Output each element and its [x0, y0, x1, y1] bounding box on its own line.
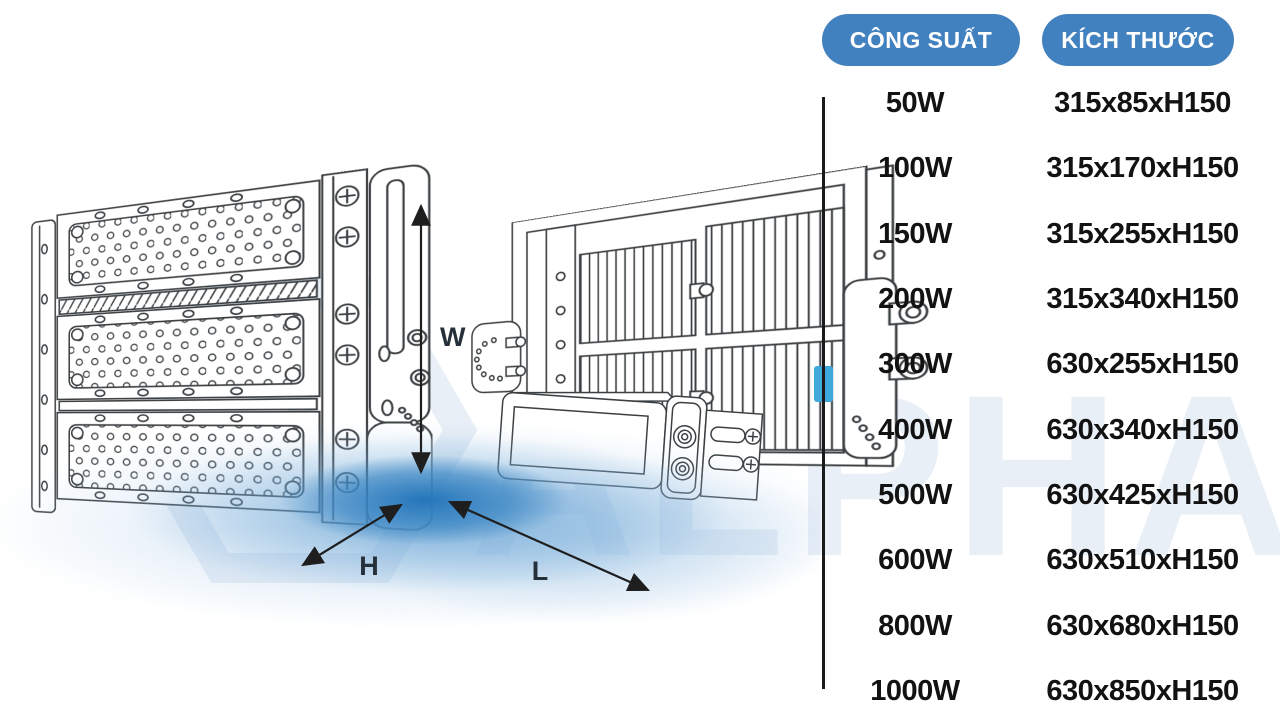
power-value: 600W [878, 544, 952, 577]
power-value: 300W [878, 348, 952, 381]
size-value: 315x340xH150 [1046, 283, 1239, 316]
size-value: 315x255xH150 [1046, 217, 1239, 250]
size-value: 630x340xH150 [1046, 413, 1239, 446]
size-value: 630x425xH150 [1046, 478, 1239, 511]
floodlight-front-view [30, 159, 432, 539]
led-module [57, 299, 319, 399]
table-row: 50W 315x85xH150 [825, 71, 1280, 136]
power-value: 50W [885, 87, 945, 120]
table-row: 600W 630x510xH150 [825, 528, 1280, 593]
power-value: 1000W [870, 674, 960, 707]
size-value: 630x510xH150 [1046, 544, 1239, 577]
table-row: 1000W 630x850xH150 [825, 659, 1280, 720]
power-value: 150W [878, 217, 952, 250]
table-row: 100W 315x170xH150 [825, 136, 1280, 201]
table-row: 150W 315x255xH150 [825, 202, 1280, 267]
mounting-bracket [367, 163, 432, 531]
spec-table: 50W 315x85xH150 100W 315x170xH150 150W 315x25… [825, 71, 1280, 720]
table-row: 300W 630x255xH150 [825, 332, 1280, 397]
screw-rail [322, 169, 367, 524]
table-header-power: CÔNG SUẤT [822, 14, 1020, 66]
left-bracket [472, 320, 525, 393]
size-value: 315x170xH150 [1046, 152, 1239, 185]
back-plate [512, 162, 893, 466]
size-value: 630x255xH150 [1046, 348, 1239, 381]
size-value: 315x85xH150 [1054, 87, 1231, 120]
left-side-rail [32, 220, 55, 513]
size-value: 630x850xH150 [1046, 674, 1239, 707]
power-value: 800W [878, 609, 952, 642]
driver-bracket [699, 409, 764, 501]
table-row: 400W 630x340xH150 [825, 397, 1280, 462]
driver-box [490, 372, 770, 519]
power-value: 500W [878, 478, 952, 511]
table-row: 500W 630x425xH150 [825, 463, 1280, 528]
power-value: 200W [878, 283, 952, 316]
table-row: 800W 630x680xH150 [825, 593, 1280, 658]
spacer-bar [59, 399, 317, 411]
table-header-size: KÍCH THƯỚC [1042, 14, 1234, 66]
table-header-size-label: KÍCH THƯỚC [1061, 26, 1215, 53]
size-value: 630x680xH150 [1046, 609, 1239, 642]
power-value: 100W [878, 152, 952, 185]
table-divider-line [822, 97, 825, 689]
driver-end-cap [660, 395, 708, 501]
floodlight-back-view [470, 155, 931, 477]
led-module [57, 412, 319, 513]
table-header-power-label: CÔNG SUẤT [849, 26, 993, 53]
power-value: 400W [878, 413, 952, 446]
led-module [57, 180, 319, 298]
table-row: 200W 315x340xH150 [825, 267, 1280, 332]
